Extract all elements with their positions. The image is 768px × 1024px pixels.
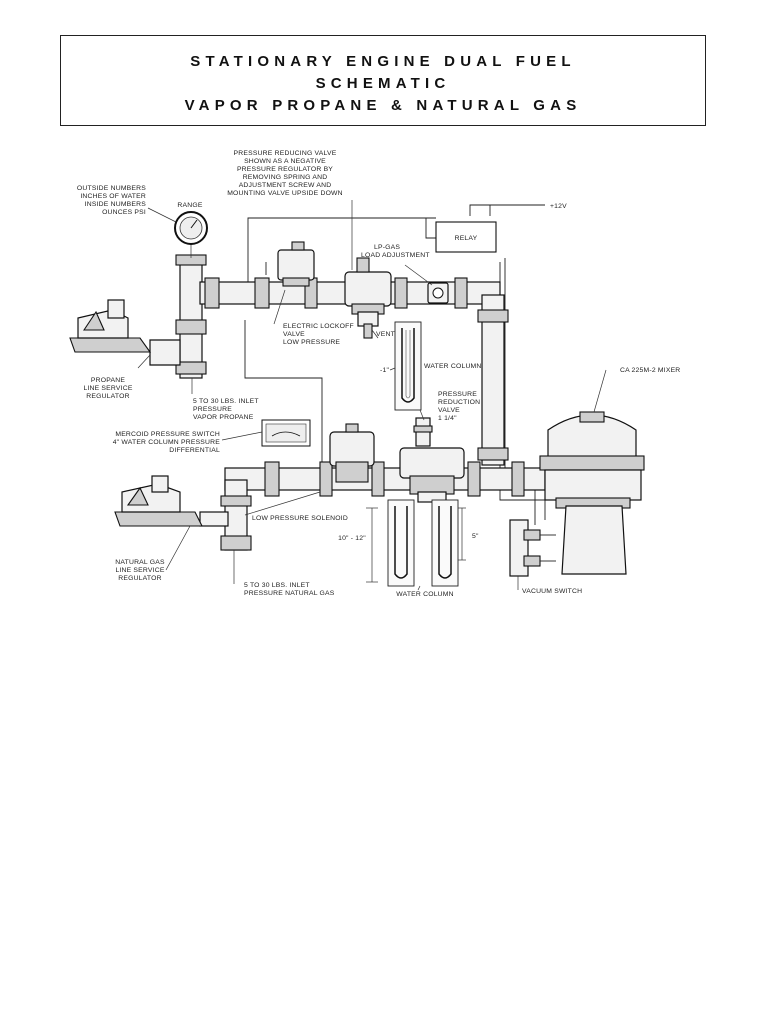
electric-lockoff-valve [277, 241, 315, 287]
label-prv-5: ADJUSTMENT SCREW AND [239, 182, 332, 189]
lp-gas-load-adjustment [427, 282, 449, 304]
label-minus-1: -1" [380, 367, 389, 374]
label-prv-2: SHOWN AS A NEGATIVE [244, 158, 326, 165]
pressure-reduction-valve-body [399, 447, 465, 503]
title-line-3: VAPOR PROPANE & NATURAL GAS [184, 97, 582, 114]
label-ng-reg-2: LINE SERVICE [115, 567, 164, 574]
natural-gas-regulator [114, 475, 203, 527]
leader-lines [137, 200, 607, 591]
water-column-manometer-upper [394, 321, 422, 411]
label-gauge-4: OUNCES PSI [102, 209, 146, 216]
label-water-column-bottom: WATER COLUMN [396, 591, 454, 598]
label-propane-inlet-2: PRESSURE [193, 406, 232, 413]
label-ng-reg-1: NATURAL GAS [115, 559, 165, 566]
label-prv2-2: REDUCTION [438, 399, 480, 406]
label-lpgas-2: LOAD ADJUSTMENT [361, 252, 430, 259]
diagram-labels: PRESSURE REDUCING VALVE SHOWN AS A NEGAT… [77, 150, 680, 598]
label-lockoff-1: ELECTRIC LOCKOFF [283, 323, 354, 330]
label-gauge-1: OUTSIDE NUMBERS [77, 185, 146, 192]
label-vent: VENT [376, 331, 395, 338]
label-ng-inlet-2: PRESSURE NATURAL GAS [244, 590, 335, 597]
label-ng-reg-3: REGULATOR [118, 575, 161, 582]
pressure-gauge [174, 211, 208, 258]
label-prv2-4: 1 1/4" [438, 415, 457, 422]
label-mercoid-1: MERCOID PRESSURE SWITCH [115, 431, 220, 438]
label-prv-6: MOUNTING VALVE UPSIDE DOWN [227, 190, 343, 197]
title-line-1: STATIONARY ENGINE DUAL FUEL [190, 53, 576, 70]
label-solenoid: LOW PRESSURE SOLENOID [252, 515, 348, 522]
label-prv-3: PRESSURE REGULATOR BY [237, 166, 333, 173]
label-range: RANGE [177, 202, 202, 209]
vacuum-switch [509, 519, 556, 577]
label-mercoid-3: DIFFERENTIAL [169, 447, 220, 454]
label-height-a: 10" - 12" [338, 535, 366, 542]
label-12v: +12V [550, 203, 567, 210]
label-water-column-top: WATER COLUMN [424, 363, 482, 370]
label-prv-1: PRESSURE REDUCING VALVE [234, 150, 337, 157]
label-lockoff-2: VALVE [283, 331, 305, 338]
label-gauge-2: INCHES OF WATER [80, 193, 146, 200]
pressure-reducing-valve-upper [344, 257, 392, 339]
dual-fuel-schematic: PRESSURE REDUCING VALVE SHOWN AS A NEGAT… [69, 150, 680, 598]
title-box: STATIONARY ENGINE DUAL FUEL SCHEMATIC VA… [60, 35, 706, 126]
title-line-2: SCHEMATIC [315, 75, 451, 92]
label-propane-inlet-1: 5 TO 30 LBS. INLET [193, 398, 259, 405]
label-mixer: CA 225M-2 MIXER [620, 367, 680, 374]
label-height-b: 5" [472, 533, 479, 540]
label-lpgas-1: LP-GAS [374, 244, 400, 251]
low-pressure-solenoid [329, 423, 375, 483]
mercoid-pressure-switch [261, 419, 311, 447]
label-mercoid-2: 4" WATER COLUMN PRESSURE [113, 439, 221, 446]
label-prv2-1: PRESSURE [438, 391, 477, 398]
label-propane-reg-3: REGULATOR [86, 393, 129, 400]
label-lockoff-3: LOW PRESSURE [283, 339, 340, 346]
label-relay: RELAY [455, 235, 478, 242]
label-prv2-3: VALVE [438, 407, 460, 414]
label-gauge-3: INSIDE NUMBERS [85, 201, 147, 208]
label-propane-inlet-3: VAPOR PROPANE [193, 414, 254, 421]
label-propane-reg-1: PROPANE [91, 377, 125, 384]
pressure-reduction-valve [413, 417, 433, 447]
ca-225m-2-mixer [539, 411, 645, 575]
water-column-manometer-lower [366, 499, 466, 587]
propane-regulator [69, 299, 152, 353]
label-vacuum: VACUUM SWITCH [522, 588, 582, 595]
label-prv-4: REMOVING SPRING AND [243, 174, 328, 181]
relay [435, 221, 497, 253]
label-ng-inlet-1: 5 TO 30 LBS. INLET [244, 582, 310, 589]
label-propane-reg-2: LINE SERVICE [83, 385, 132, 392]
natural-gas-pipe-run [199, 461, 546, 551]
